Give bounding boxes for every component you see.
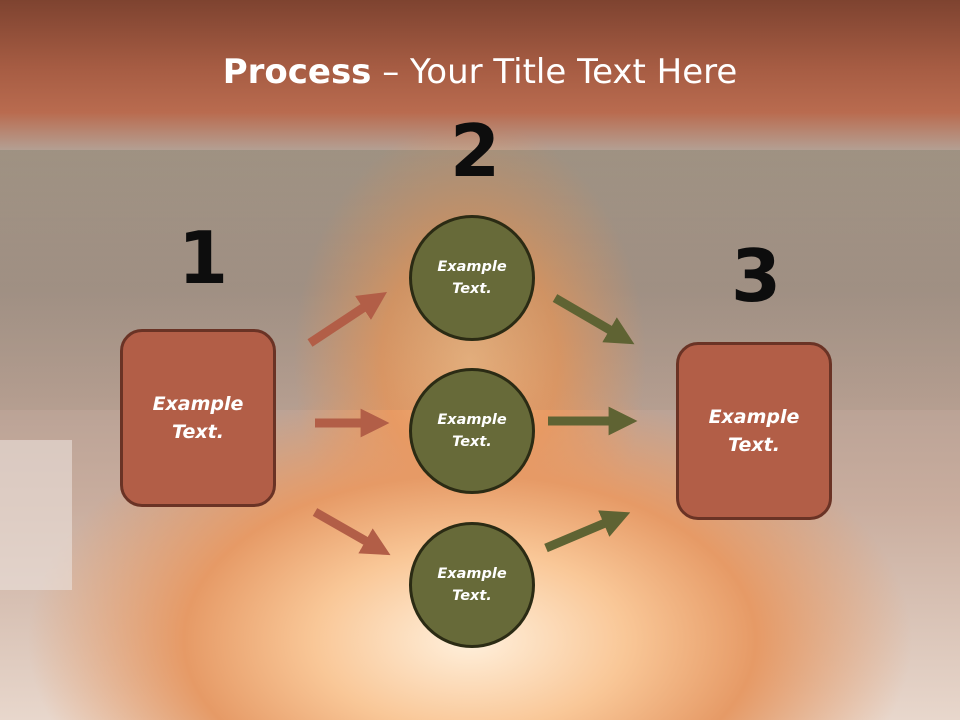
step-1-text: Example Text. [152,392,244,444]
slide-title[interactable]: Process – Your Title Text Here [0,52,960,92]
step-number-2: 2 [450,109,501,193]
step-3-text: Example Text. [708,405,800,457]
title-rest: – Your Title Text Here [371,52,738,92]
arrow-bottom-to-3 [544,510,631,553]
arrow-top-to-3 [552,294,635,345]
title-bold: Process [222,52,372,92]
arrow-1-to-top [307,292,388,347]
background-building [0,440,72,590]
circle-top-text: Example Text. [437,258,507,297]
step-2-circle-top[interactable]: Example Text. [409,215,535,341]
step-2-circle-bottom[interactable]: Example Text. [409,522,535,648]
step-3-box[interactable]: Example Text. [676,342,832,520]
step-number-1: 1 [178,216,229,300]
arrow-1-to-bottom [312,508,391,556]
step-1-box[interactable]: Example Text. [120,329,276,507]
title-band [0,0,960,150]
step-2-circle-middle[interactable]: Example Text. [409,368,535,494]
circle-bottom-text: Example Text. [437,565,507,604]
circle-middle-text: Example Text. [437,411,507,450]
step-number-3: 3 [731,234,782,318]
